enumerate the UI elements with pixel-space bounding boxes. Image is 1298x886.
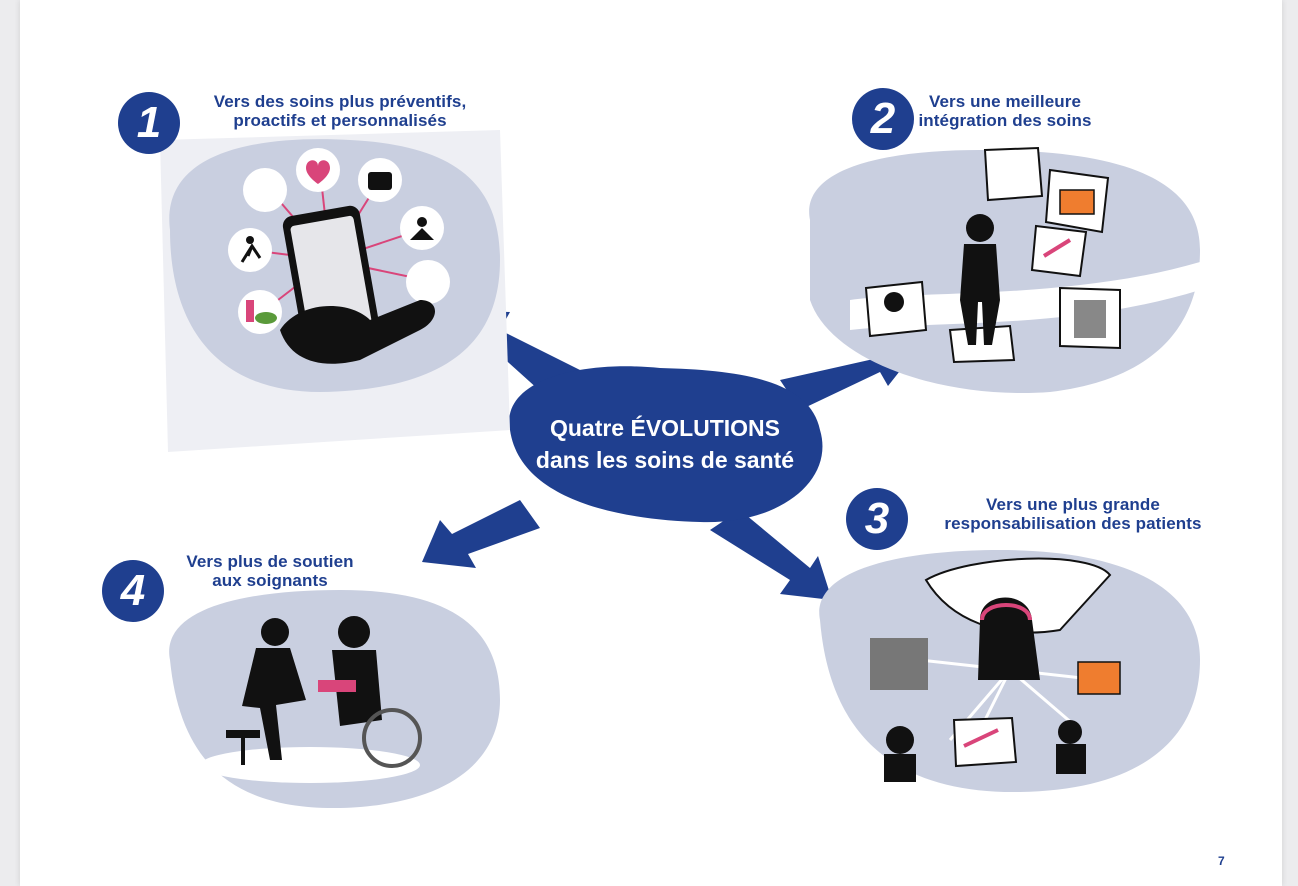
- panel-3-illustration: [819, 550, 1200, 793]
- stool-icon: [226, 730, 260, 738]
- cycling-icon: [243, 168, 287, 212]
- wheelchair-icon: [362, 708, 422, 768]
- heading-3-line-1: Vers une plus grande: [986, 495, 1160, 514]
- heading-4-line-1: Vers plus de soutien: [186, 552, 354, 571]
- nurse-icon: [886, 726, 914, 754]
- heading-evolution-2: Vers une meilleure intégration des soins: [900, 92, 1110, 130]
- center-line-2: dans les soins de santé: [535, 447, 795, 473]
- badge-1: 1: [118, 92, 180, 154]
- center-label: Quatre ÉVOLUTIONS dans les soins de sant…: [515, 412, 815, 476]
- map-icon: [924, 557, 1112, 634]
- caregiver-silhouette: [261, 618, 289, 646]
- diagram-art: [160, 130, 1200, 809]
- panel-4-illustration: [169, 590, 501, 809]
- heading-1-line-1: Vers des soins plus préventifs,: [213, 92, 467, 111]
- badge-4: 4: [102, 560, 164, 622]
- page-number: 7: [1218, 854, 1225, 868]
- badge-2: 2: [852, 88, 914, 150]
- doctor-icon: [1058, 720, 1082, 744]
- hands-icon: [280, 300, 435, 364]
- center-line-1: Quatre ÉVOLUTIONS: [549, 415, 781, 441]
- heading-evolution-1: Vers des soins plus préventifs, proactif…: [190, 92, 490, 130]
- heading-2-line-1: Vers une meilleure: [928, 92, 1082, 111]
- heading-3-line-2: responsabilisation des patients: [944, 514, 1202, 533]
- badge-3: 3: [846, 488, 908, 550]
- arrow-to-evolution-4: [422, 500, 540, 568]
- healthy-food-icon: [238, 290, 282, 334]
- folder-icon: [1077, 661, 1121, 695]
- heading-evolution-3: Vers une plus grande responsabilisation …: [918, 495, 1228, 533]
- center-blob: [509, 366, 823, 523]
- arrow-to-evolution-3: [710, 510, 832, 600]
- person-silhouette: [966, 214, 994, 242]
- page: Quatre ÉVOLUTIONS dans les soins de sant…: [20, 0, 1282, 886]
- doctor-puzzle-icon: [983, 146, 1044, 202]
- syringe-icon: [952, 716, 1018, 768]
- hospital-icon: [870, 638, 928, 690]
- heading-2-line-2: intégration des soins: [918, 111, 1092, 130]
- panel-1-illustration: [160, 130, 510, 452]
- heading-4-line-2: aux soignants: [212, 571, 328, 590]
- heading-1-line-2: proactifs et personnalisés: [233, 111, 447, 130]
- heading-evolution-4: Vers plus de soutien aux soignants: [170, 552, 370, 590]
- panel-2-illustration: [809, 146, 1200, 394]
- syringe-puzzle-icon: [1030, 224, 1088, 278]
- patient-silhouette: [978, 597, 1040, 680]
- stethoscope-icon: [406, 260, 450, 304]
- tablet-icon: [318, 680, 356, 692]
- patient-wheelchair-silhouette: [338, 616, 370, 648]
